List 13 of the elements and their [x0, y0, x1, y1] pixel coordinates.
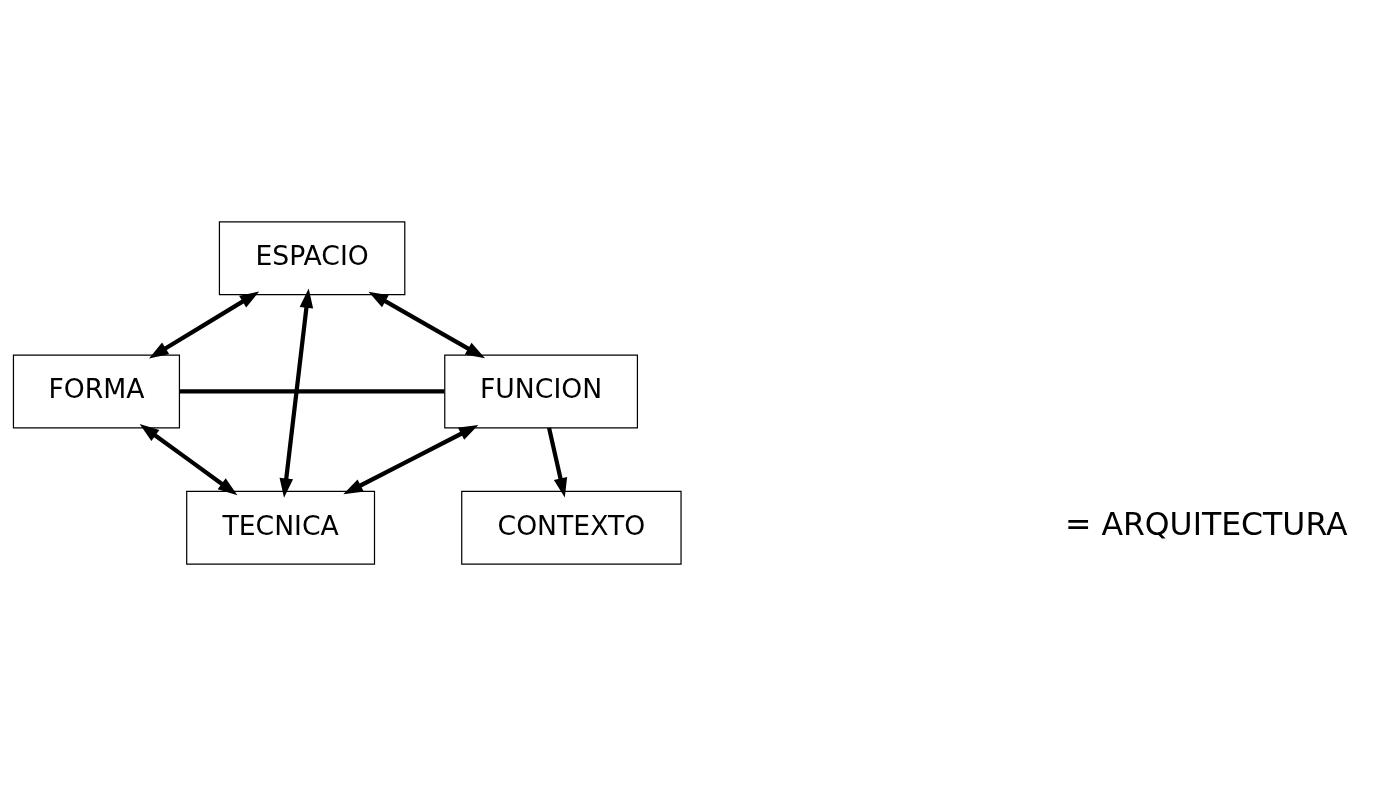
arrow — [139, 424, 238, 496]
arrow — [279, 288, 314, 498]
node-box: CONTEXTO — [461, 490, 682, 565]
node-box: TECNICA — [186, 490, 376, 565]
node-box: FUNCION — [444, 354, 639, 429]
arrow — [547, 427, 568, 498]
arrow — [343, 424, 479, 495]
node-box: FORMA — [12, 354, 181, 429]
arrow — [148, 291, 260, 359]
label: = ARQUITECTURA — [1064, 506, 1348, 543]
connector — [179, 389, 445, 394]
node-box: ESPACIO — [218, 221, 406, 296]
arrow — [368, 291, 486, 359]
